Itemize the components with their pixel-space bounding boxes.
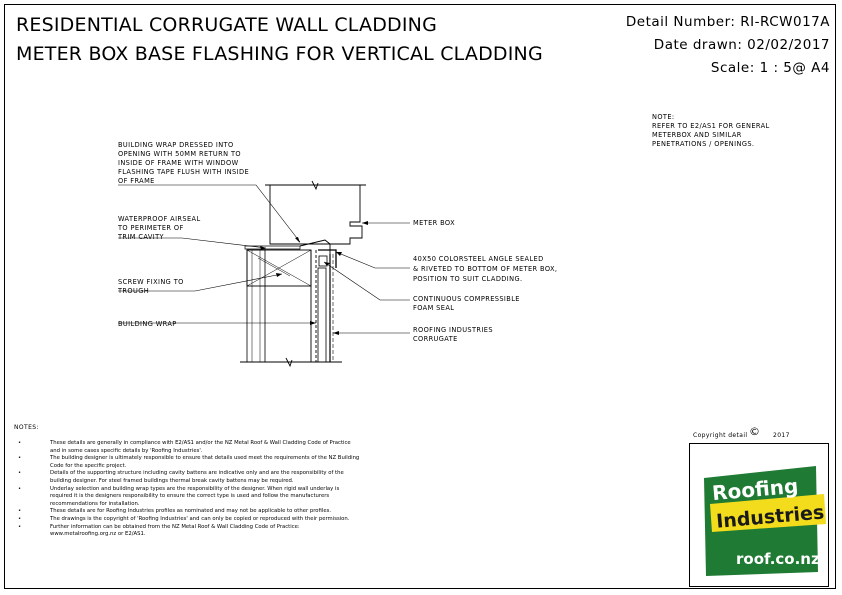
label-meter-box: METER BOX xyxy=(413,219,456,227)
title-line-1: RESIDENTIAL CORRUGATE WALL CLADDING xyxy=(16,14,438,36)
break-mark-bottom xyxy=(285,357,293,368)
break-mark-top xyxy=(311,180,319,191)
copyright-icon: © xyxy=(749,425,760,438)
note-line: These details are generally in complianc… xyxy=(14,440,434,448)
notes-heading: NOTES: xyxy=(14,424,39,431)
drawing-border xyxy=(4,4,836,589)
label-waterproof-airseal-1: WATERPROOF AIRSEAL xyxy=(118,215,201,223)
title-line-2: METER BOX BASE FLASHING FOR VERTICAL CLA… xyxy=(16,43,543,65)
label-waterproof-airseal-2: TO PERIMETER OF xyxy=(118,224,184,232)
note-line: Code for the specific project. xyxy=(50,462,127,469)
label-angle-2: & RIVETED TO BOTTOM OF METER BOX, xyxy=(413,265,558,273)
note-top-line-3: PENETRATIONS / OPENINGS. xyxy=(652,140,755,148)
copyright-year: 2017 xyxy=(773,432,790,439)
label-angle-3: POSITION TO SUIT CLADDING. xyxy=(413,275,523,283)
note-line: required it is the designers responsibil… xyxy=(50,493,330,500)
note-top-line-2: METERBOX AND SIMILAR xyxy=(652,131,742,139)
note-line: The building designer is ultimately resp… xyxy=(14,455,434,463)
label-foam-seal-2: FOAM SEAL xyxy=(413,304,455,312)
logo-url: roof.co.nz xyxy=(736,550,820,568)
note-line: www.metalroofing.org.nz or E2/AS1. xyxy=(50,531,146,538)
scale: Scale: 1 : 5@ A4 xyxy=(710,60,830,76)
note-line: Details of the supporting structure incl… xyxy=(14,470,434,478)
notes-list: These details are generally in complianc… xyxy=(14,440,434,539)
note-top-heading: NOTE: xyxy=(652,113,675,121)
note-line: These details are for Roofing Industries… xyxy=(14,508,434,516)
copyright-label: Copyright detail xyxy=(693,432,748,439)
label-building-wrap-dressed-1: BUILDING WRAP DRESSED INTO xyxy=(118,141,234,149)
note-top-line-1: REFER TO E2/AS1 FOR GENERAL xyxy=(652,122,770,130)
label-screw-fixing-1: SCREW FIXING TO xyxy=(118,278,184,286)
label-building-wrap-dressed-3: INSIDE OF FRAME WITH WINDOW xyxy=(118,159,239,167)
label-corrugate-1: ROOFING INDUSTRIES xyxy=(413,326,493,334)
roofing-industries-logo: Roofing Industries roof.co.nz xyxy=(704,466,826,576)
note-line: Underlay selection and building wrap typ… xyxy=(14,486,434,494)
label-building-wrap: BUILDING WRAP xyxy=(118,320,177,328)
label-corrugate-2: CORRUGATE xyxy=(413,335,458,343)
note-line: building designer. For steel framed buil… xyxy=(50,477,294,484)
note-line: The drawings is the copyright of 'Roofin… xyxy=(14,516,434,524)
label-waterproof-airseal-3: TRIM CAVITY xyxy=(118,233,164,241)
logo-yellow-band xyxy=(710,494,826,532)
note-line: Further information can be obtained from… xyxy=(14,524,434,532)
label-building-wrap-dressed-5: OF FRAME xyxy=(118,177,155,185)
note-line: recommendations for installation. xyxy=(50,500,140,507)
detail-number: Detail Number: RI-RCW017A xyxy=(625,14,830,30)
label-angle-1: 40x50 COLORSTEEL ANGLE SEALED xyxy=(413,255,544,263)
note-line: and in some cases specific details by 'R… xyxy=(50,447,203,454)
date-drawn: Date drawn: 02/02/2017 xyxy=(653,37,830,53)
meter-box-outline xyxy=(269,185,363,245)
label-building-wrap-dressed-4: FLASHING TAPE FLUSH WITH INSIDE xyxy=(118,168,250,176)
label-building-wrap-dressed-2: OPENING WITH 50mm RETURN TO xyxy=(118,150,241,158)
logo-box: Roofing Industries roof.co.nz xyxy=(689,443,829,587)
label-foam-seal-1: CONTINUOUS COMPRESSIBLE xyxy=(413,295,520,303)
